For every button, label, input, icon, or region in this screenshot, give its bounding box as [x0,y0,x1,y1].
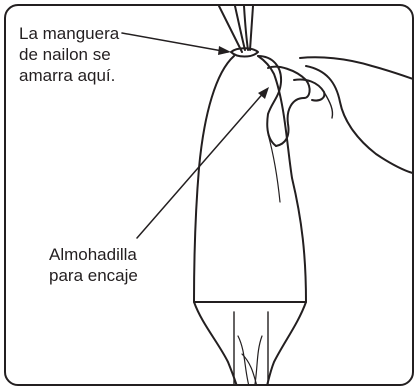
label-line: La manguera [19,23,189,44]
label-nylon-hose-tie: La manguera de nailon se amarra aquí. [19,23,189,86]
hand-illustration [258,56,414,174]
label-socket-pad: Almohadilla para encaje [49,244,199,286]
illustration-frame: La manguera de nailon se amarra aquí. Al… [4,4,414,386]
leader-line-socket-pad [137,90,266,238]
label-line: de nailon se [19,44,189,65]
label-line: amarra aquí. [19,65,189,86]
label-line: Almohadilla [49,244,199,265]
socket-pad-body [194,56,306,302]
nylon-hose-tails [219,6,253,52]
label-line: para encaje [49,265,199,286]
arrowhead-hose-tie [218,46,231,55]
pylon-flare [194,302,306,386]
